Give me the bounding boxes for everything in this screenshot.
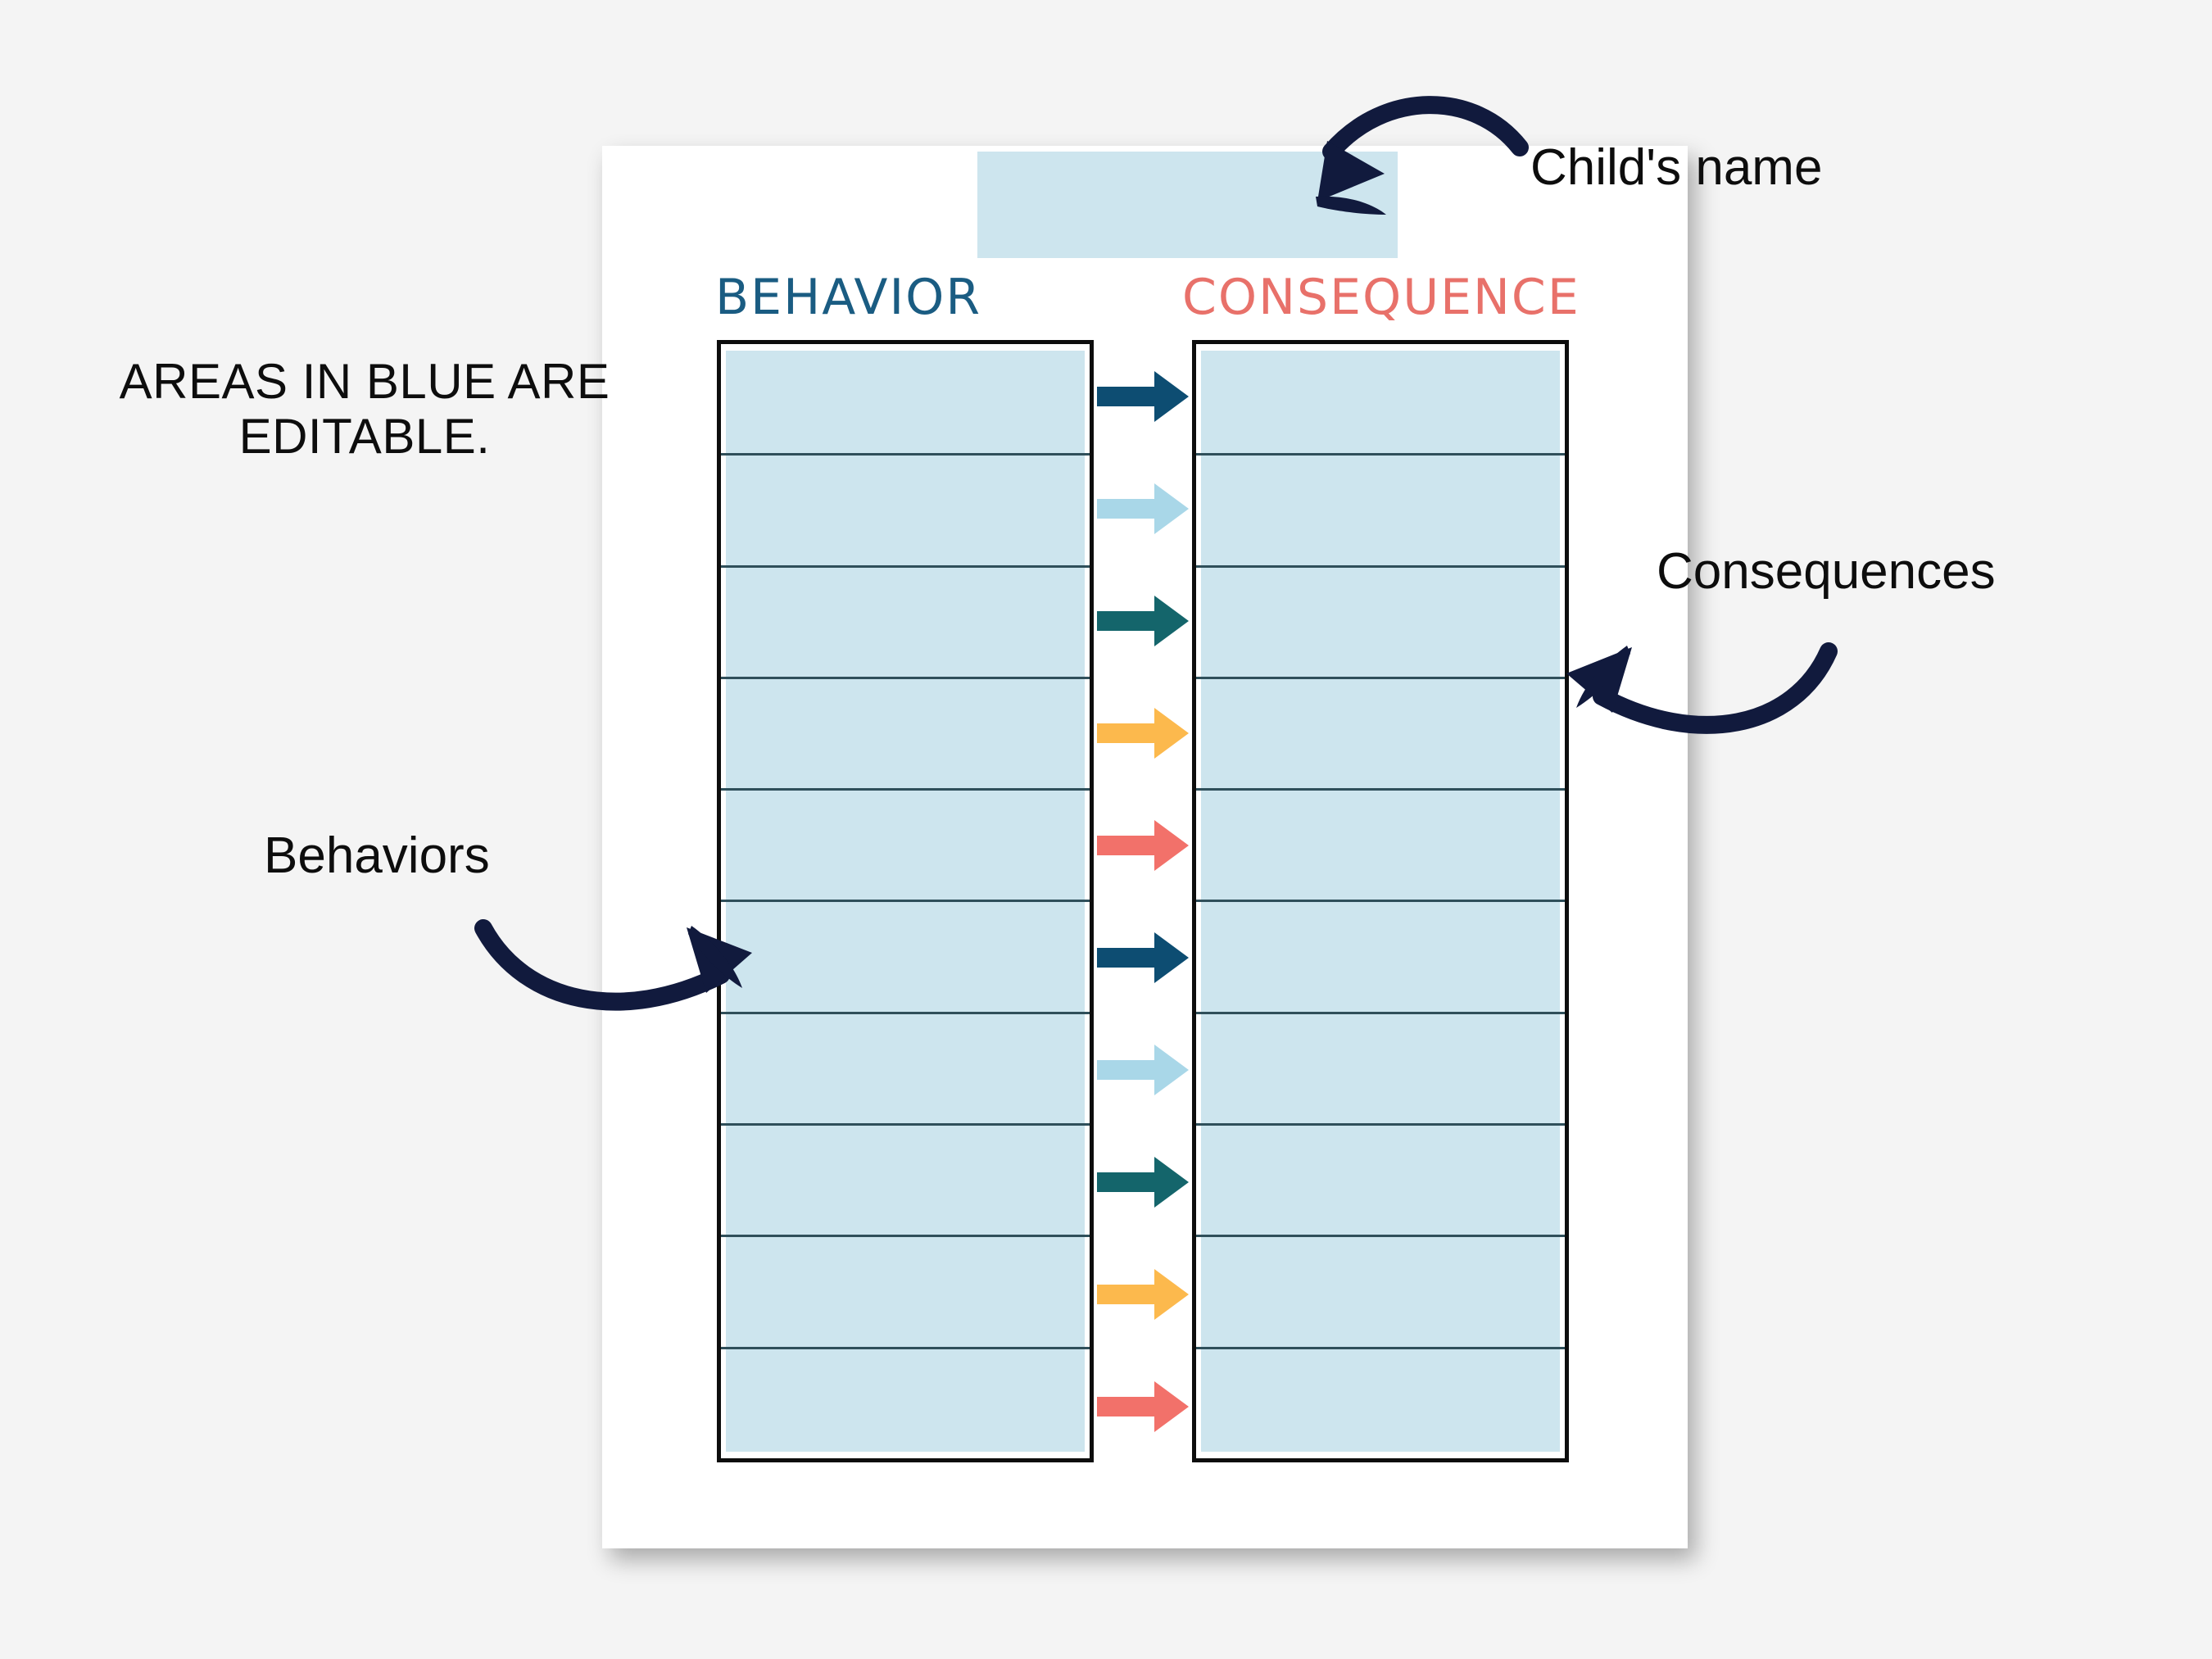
behavior-cell-6[interactable] bbox=[726, 902, 1085, 1012]
annotation-editable-note: AREAS IN BLUE ARE EDITABLE. bbox=[119, 354, 610, 465]
table-row[interactable] bbox=[721, 1237, 1090, 1349]
right-arrow-icon bbox=[1097, 370, 1189, 422]
right-arrow-icon bbox=[1097, 931, 1189, 983]
table-row[interactable] bbox=[721, 902, 1090, 1014]
consequence-cell-8[interactable] bbox=[1201, 1126, 1560, 1235]
flow-arrow-slot-9 bbox=[1094, 1238, 1192, 1350]
table-row[interactable] bbox=[1196, 1237, 1565, 1349]
right-arrow-icon bbox=[1097, 1156, 1189, 1208]
child-name-field[interactable] bbox=[977, 152, 1398, 258]
table-row[interactable] bbox=[721, 344, 1090, 456]
right-arrow-icon bbox=[1097, 707, 1189, 759]
flow-arrow-slot-5 bbox=[1094, 789, 1192, 901]
behavior-cell-4[interactable] bbox=[726, 678, 1085, 789]
right-arrow-icon bbox=[1097, 1380, 1189, 1432]
consequence-cell-6[interactable] bbox=[1201, 902, 1560, 1012]
behavior-table bbox=[717, 340, 1094, 1462]
behavior-cell-10[interactable] bbox=[726, 1349, 1085, 1452]
table-row[interactable] bbox=[721, 1349, 1090, 1458]
table-row[interactable] bbox=[721, 567, 1090, 679]
right-arrow-icon bbox=[1097, 1268, 1189, 1320]
consequence-table bbox=[1192, 340, 1569, 1462]
flow-arrow-slot-8 bbox=[1094, 1126, 1192, 1238]
consequence-cell-9[interactable] bbox=[1201, 1237, 1560, 1347]
table-row[interactable] bbox=[1196, 456, 1565, 568]
flow-arrow-slot-1 bbox=[1094, 340, 1192, 452]
behavior-cell-7[interactable] bbox=[726, 1013, 1085, 1124]
flow-arrow-slot-6 bbox=[1094, 901, 1192, 1013]
consequence-cell-7[interactable] bbox=[1201, 1013, 1560, 1124]
consequence-cell-3[interactable] bbox=[1201, 567, 1560, 677]
flow-arrow-slot-7 bbox=[1094, 1013, 1192, 1126]
right-arrow-icon bbox=[1097, 819, 1189, 871]
flow-arrow-slot-10 bbox=[1094, 1350, 1192, 1462]
consequence-column-heading: CONSEQUENCE bbox=[1182, 269, 1580, 326]
worksheet-page: BEHAVIOR CONSEQUENCE bbox=[602, 146, 1688, 1548]
consequence-cell-10[interactable] bbox=[1201, 1349, 1560, 1452]
flow-arrow-slot-2 bbox=[1094, 452, 1192, 564]
table-row[interactable] bbox=[1196, 902, 1565, 1014]
table-row[interactable] bbox=[721, 1013, 1090, 1126]
table-row[interactable] bbox=[1196, 791, 1565, 903]
table-row[interactable] bbox=[721, 678, 1090, 791]
annotation-consequences: Consequences bbox=[1657, 543, 1996, 600]
table-row[interactable] bbox=[1196, 567, 1565, 679]
consequence-cell-5[interactable] bbox=[1201, 791, 1560, 900]
table-row[interactable] bbox=[1196, 1349, 1565, 1458]
table-row[interactable] bbox=[1196, 1126, 1565, 1238]
right-arrow-icon bbox=[1097, 595, 1189, 646]
behavior-cell-5[interactable] bbox=[726, 791, 1085, 900]
flow-arrow-slot-3 bbox=[1094, 564, 1192, 677]
consequence-cell-2[interactable] bbox=[1201, 456, 1560, 565]
table-row[interactable] bbox=[1196, 678, 1565, 791]
flow-arrow-slot-4 bbox=[1094, 677, 1192, 789]
annotation-behaviors: Behaviors bbox=[264, 827, 490, 884]
behavior-cell-3[interactable] bbox=[726, 567, 1085, 677]
behavior-cell-2[interactable] bbox=[726, 456, 1085, 565]
consequence-cell-4[interactable] bbox=[1201, 678, 1560, 789]
consequence-cell-1[interactable] bbox=[1201, 351, 1560, 454]
table-row[interactable] bbox=[721, 1126, 1090, 1238]
right-arrow-icon bbox=[1097, 1044, 1189, 1095]
right-arrow-icon bbox=[1097, 483, 1189, 534]
behavior-cell-8[interactable] bbox=[726, 1126, 1085, 1235]
table-row[interactable] bbox=[721, 791, 1090, 903]
behavior-cell-9[interactable] bbox=[726, 1237, 1085, 1347]
table-row[interactable] bbox=[1196, 344, 1565, 456]
annotation-childs-name: Child's name bbox=[1530, 139, 1823, 196]
behavior-cell-1[interactable] bbox=[726, 351, 1085, 454]
table-row[interactable] bbox=[721, 456, 1090, 568]
table-row[interactable] bbox=[1196, 1013, 1565, 1126]
behavior-column-heading: BEHAVIOR bbox=[715, 269, 982, 326]
flow-arrow-column bbox=[1094, 340, 1192, 1462]
